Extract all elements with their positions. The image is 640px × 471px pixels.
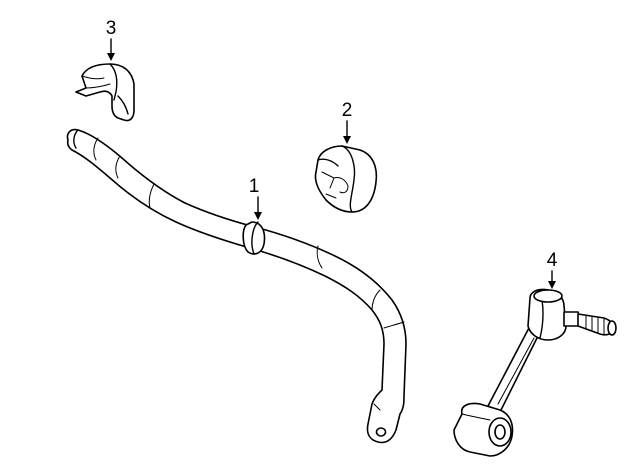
stabilizer-link [453,288,617,457]
callout-1-label: 1 [249,176,260,197]
callout-3-label: 3 [106,18,117,39]
callout-2: 2 [342,100,353,144]
callout-4: 4 [547,250,558,289]
bracket [75,63,135,122]
callout-3: 3 [106,18,117,61]
callout-4-label: 4 [547,250,558,271]
callout-2-label: 2 [342,100,353,121]
bushing [314,145,378,213]
stabilizer-bar [66,128,407,444]
callout-1: 1 [249,176,262,220]
